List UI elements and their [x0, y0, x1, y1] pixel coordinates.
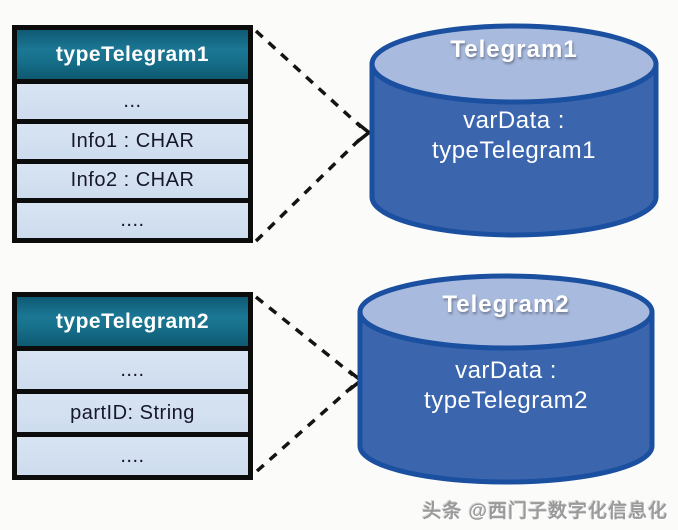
struct2-row-ellipsis-bottom: .... [17, 437, 248, 475]
database2-var-line2: typeTelegram2 [424, 387, 588, 414]
struct2-row-partid: partID: String [17, 394, 248, 432]
database1-var-line2: typeTelegram1 [432, 137, 596, 164]
database1-variable-declaration: varData : typeTelegram1 [364, 106, 664, 166]
dashed-connector-struct2-top [254, 295, 355, 377]
database2-var-line1: varData : [455, 357, 557, 384]
cylinder2-lid [357, 273, 655, 351]
database1-var-line1: varData : [463, 107, 565, 134]
struct1-title: typeTelegram1 [17, 30, 248, 79]
dashed-connector-struct1-bottom [254, 136, 363, 243]
struct2-row-ellipsis-top: .... [17, 351, 248, 389]
database2-title: Telegram2 [442, 291, 570, 318]
arrowhead-to-telegram1 [355, 121, 372, 144]
struct1-row-ellipsis-bottom: .... [17, 203, 248, 238]
dashed-connector-struct2-bottom [255, 384, 355, 473]
struct1-row-info2: Info2 : CHAR [17, 163, 248, 199]
database2-variable-declaration: varData : typeTelegram2 [356, 356, 656, 416]
struct2-title: typeTelegram2 [17, 297, 248, 346]
database1-title: Telegram1 [450, 36, 578, 63]
struct-table-typetelegram1: typeTelegram1 ... Info1 : CHAR Info2 : C… [12, 25, 253, 243]
watermark-text: 头条 @西门子数字化信息化 [422, 501, 668, 522]
database-cylinder-telegram1 [369, 23, 659, 238]
cylinder1-lid [369, 23, 659, 105]
struct-table-typetelegram2: typeTelegram2 .... partID: String .... [12, 292, 253, 480]
database-cylinder-telegram2 [357, 273, 655, 485]
struct1-row-info1: Info1 : CHAR [17, 123, 248, 159]
dashed-connector-struct1-top [254, 29, 363, 129]
struct1-row-ellipsis-top: ... [17, 84, 248, 119]
